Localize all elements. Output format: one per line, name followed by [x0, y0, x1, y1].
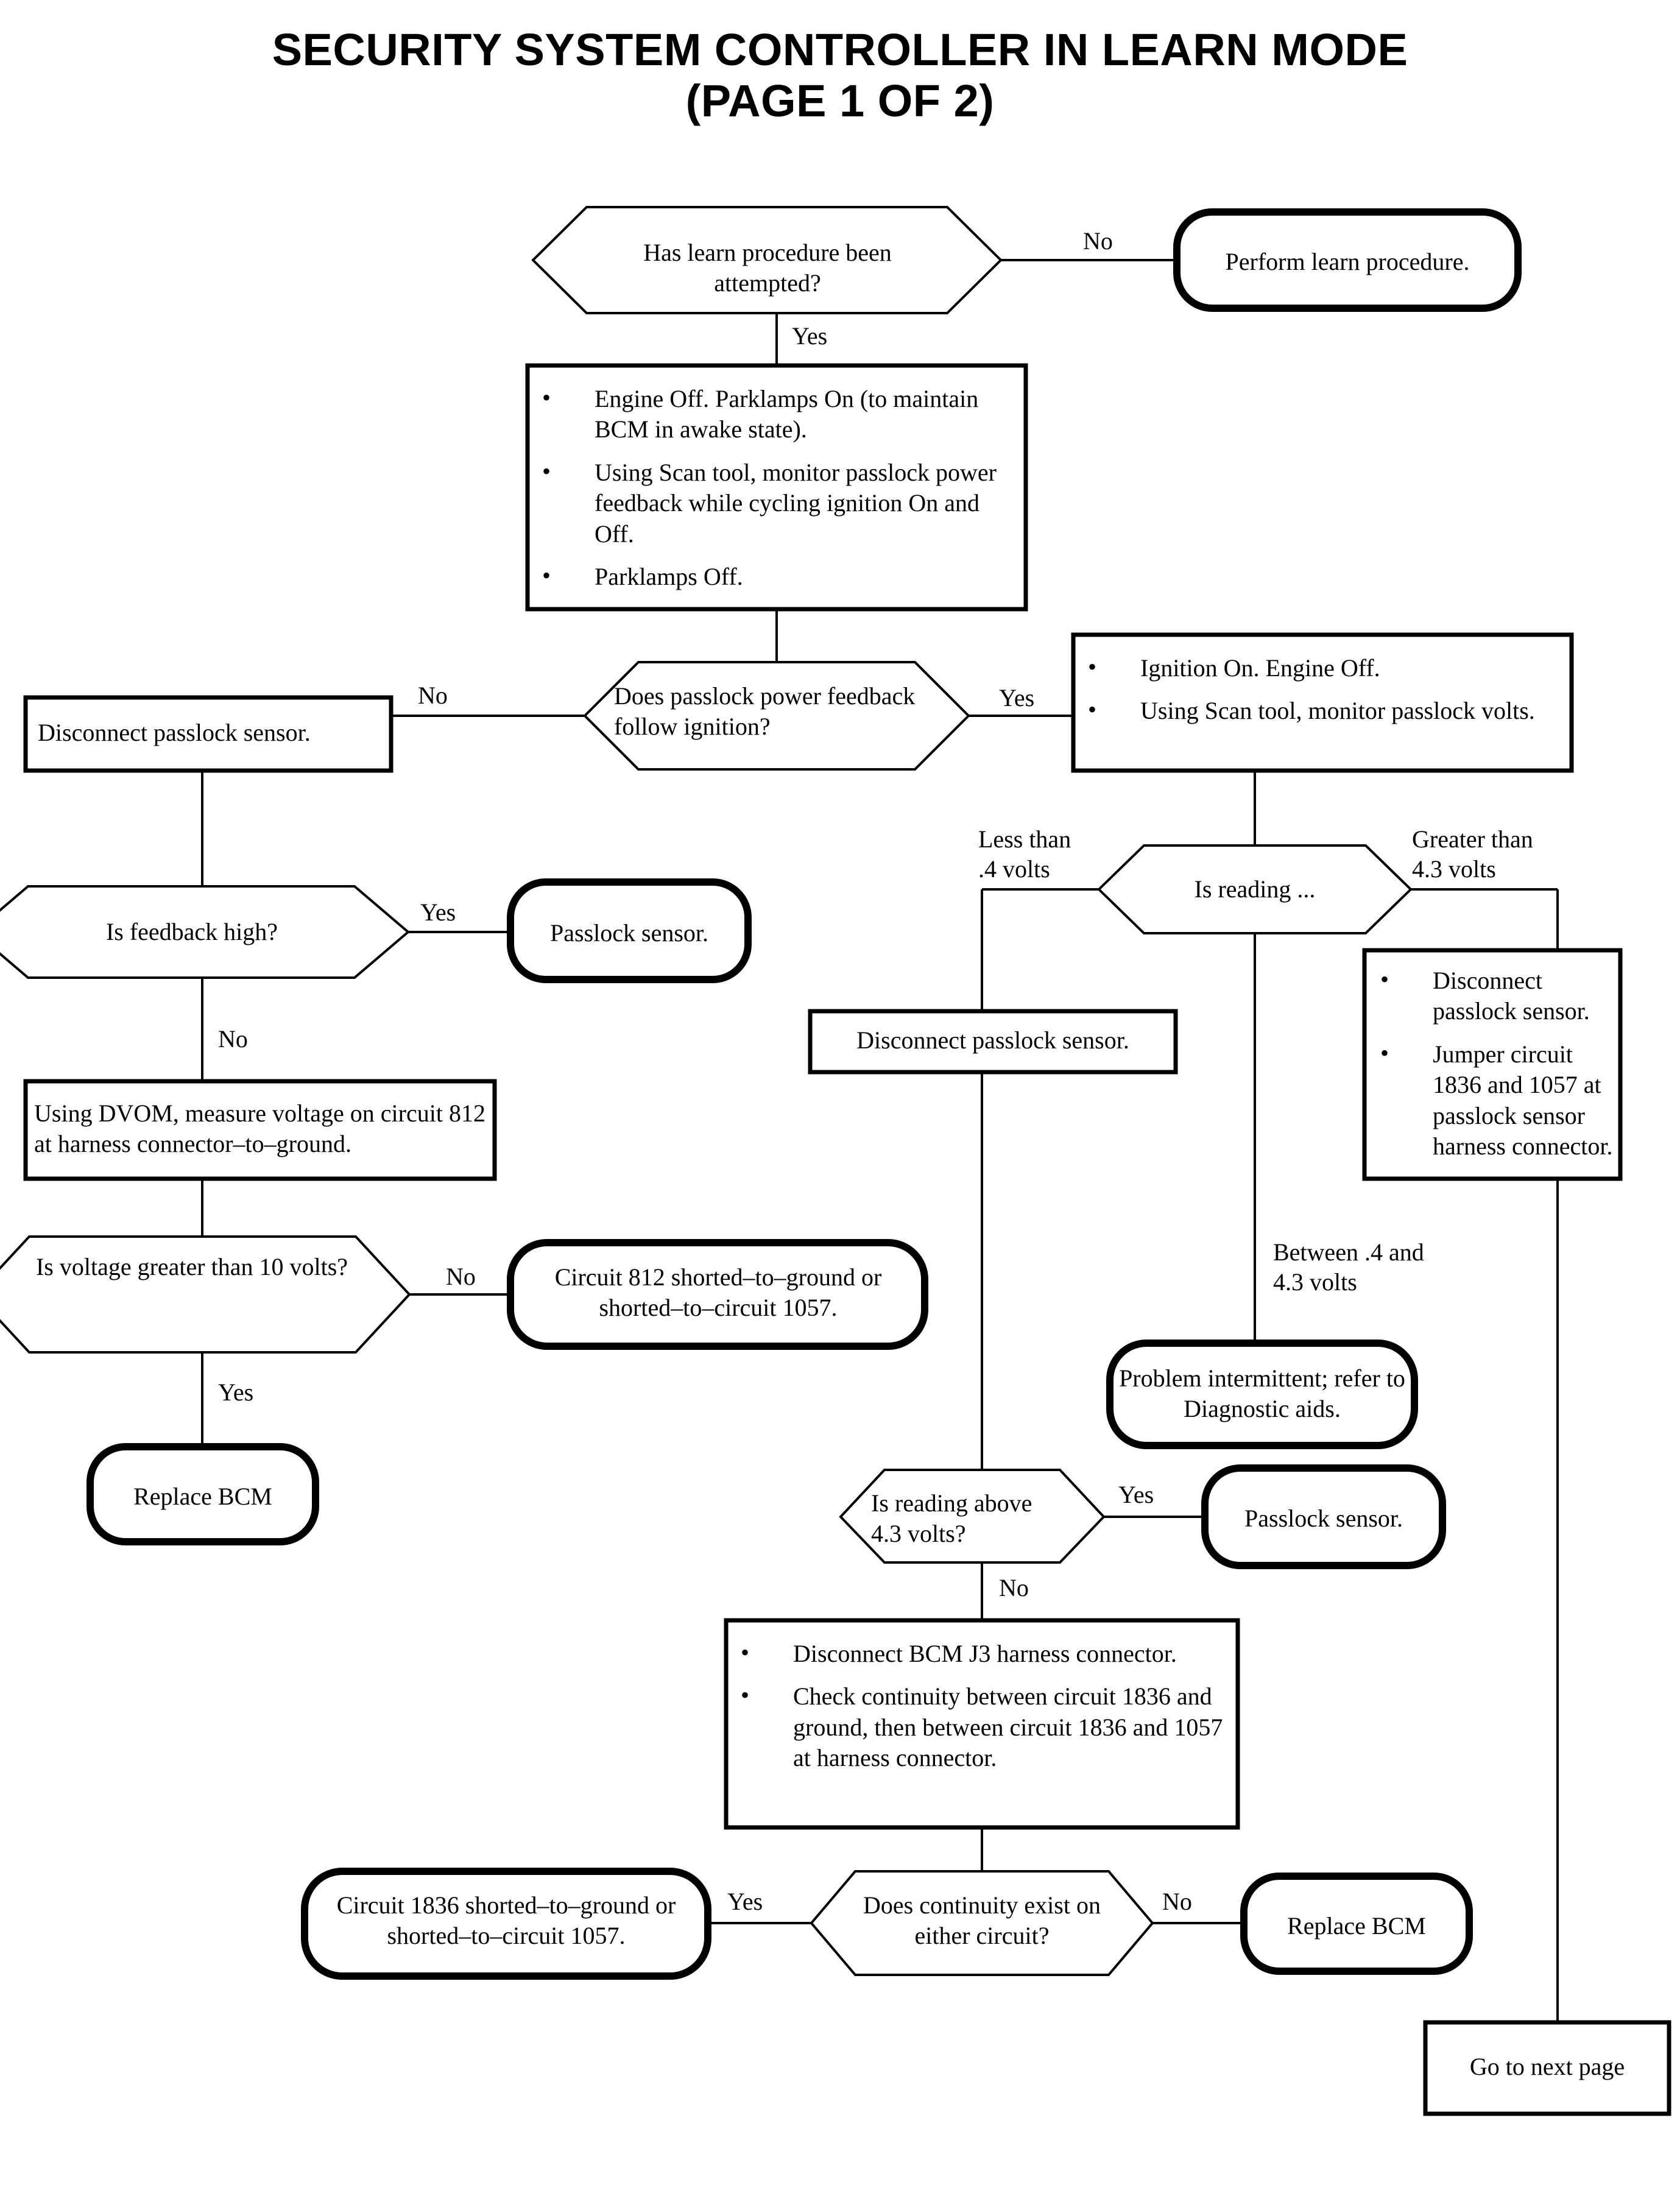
- process-disconnect-passlock-mid-label: Disconnect passlock sensor.: [856, 1026, 1129, 1054]
- edge-label-reading43-no: No: [999, 1574, 1029, 1601]
- edge-label-continuity-yes: Yes: [727, 1888, 763, 1915]
- page-title: SECURITY SYSTEM CONTROLLER IN LEARN MODE…: [0, 24, 1680, 126]
- ignition-bullet-1: Ignition On. Engine Off.: [1082, 652, 1563, 683]
- setup-bullet-3: Parklamps Off.: [536, 560, 1017, 592]
- terminal-passlock-sensor-mid-label: Passlock sensor.: [1244, 1505, 1403, 1532]
- decision-continuity-exist-label: Does continuity exist on either circuit?: [863, 1891, 1101, 1950]
- edge-label-follow-no: No: [418, 682, 448, 709]
- process-go-next-page-label: Go to next page: [1469, 2053, 1625, 2080]
- terminal-perform-learn: [1173, 208, 1522, 312]
- terminal-circuit1836-shorted: [301, 1868, 711, 1980]
- process-bcm-j3-steps-body: Disconnect BCM J3 harness connector. Che…: [735, 1637, 1229, 1774]
- process-disconnect-passlock-left: [23, 695, 394, 773]
- terminal-passlock-sensor-left-label: Passlock sensor.: [550, 919, 708, 947]
- edge-label-learn-no: No: [1083, 227, 1113, 255]
- page-title-line-1: SECURITY SYSTEM CONTROLLER IN LEARN MODE: [272, 24, 1408, 75]
- ignition-bullet-2: Using Scan tool, monitor passlock volts.: [1082, 694, 1563, 726]
- terminal-passlock-sensor-left: [507, 878, 752, 983]
- setup-bullet-1: Engine Off. Parklamps On (to maintain BC…: [536, 383, 1017, 445]
- process-disconnect-passlock-left-label: Disconnect passlock sensor.: [38, 719, 311, 746]
- terminal-problem-intermittent: [1106, 1340, 1418, 1449]
- decision-is-feedback-high-label: Is feedback high?: [105, 918, 278, 945]
- terminal-circuit812-shorted: [507, 1239, 928, 1350]
- decision-is-reading-label: Is reading ...: [1194, 875, 1316, 903]
- jumper-bullet-2: Jumper circuit 1836 and 1057 at passlock…: [1374, 1038, 1618, 1162]
- process-ignition-steps-body: Ignition On. Engine Off. Using Scan tool…: [1082, 652, 1563, 727]
- edge-label-continuity-no: No: [1162, 1888, 1192, 1915]
- setup-bullet-2: Using Scan tool, monitor passlock power …: [536, 456, 1017, 549]
- process-go-next-page: [1423, 2020, 1671, 2116]
- decision-follow-ignition-label: Does passlock power feedback follow igni…: [614, 682, 916, 741]
- edge-label-voltage-no: No: [446, 1263, 476, 1290]
- decision-is-voltage-gt10: [0, 1235, 411, 1354]
- edge-label-reading43-yes: Yes: [1118, 1481, 1154, 1508]
- edge-label-learn-yes: Yes: [792, 322, 828, 350]
- terminal-replace-bcm-right-label: Replace BCM: [1287, 1912, 1426, 1940]
- jumper-bullet-1: Disconnect passlock sensor.: [1374, 964, 1618, 1027]
- terminal-perform-learn-label: Perform learn procedure.: [1225, 248, 1470, 275]
- edge-label-voltage-yes: Yes: [218, 1379, 254, 1406]
- edge-label-feedback-no: No: [218, 1025, 248, 1053]
- process-jumper-steps-body: Disconnect passlock sensor. Jumper circu…: [1374, 964, 1618, 1162]
- process-dvom-measure: [23, 1079, 497, 1181]
- decision-learn-attempted-label: Has learn procedure been attempted?: [643, 239, 892, 297]
- terminal-replace-bcm-left: [86, 1443, 319, 1545]
- terminal-problem-intermittent-label: Problem intermittent; refer to Diagnosti…: [1119, 1364, 1405, 1423]
- page-title-line-2: (PAGE 1 OF 2): [685, 75, 995, 126]
- decision-is-reading-above-43: [839, 1469, 1106, 1564]
- process-dvom-measure-label: Using DVOM, measure voltage on circuit 8…: [34, 1100, 485, 1158]
- terminal-passlock-sensor-mid: [1201, 1464, 1446, 1569]
- decision-is-reading: [1097, 844, 1413, 934]
- terminal-replace-bcm-left-label: Replace BCM: [133, 1483, 272, 1510]
- decision-learn-attempted: [531, 206, 1003, 314]
- decision-continuity-exist: [810, 1870, 1154, 1976]
- decision-is-reading-above-43-label: Is reading above 4.3 volts?: [871, 1489, 1032, 1548]
- terminal-replace-bcm-right: [1240, 1873, 1473, 1975]
- process-setup-steps-body: Engine Off. Parklamps On (to maintain BC…: [536, 383, 1017, 592]
- decision-follow-ignition: [583, 661, 970, 771]
- process-disconnect-passlock-mid: [808, 1009, 1178, 1075]
- edge-label-follow-yes: Yes: [999, 684, 1035, 711]
- terminal-circuit812-shorted-label: Circuit 812 shorted–to–ground or shorted…: [554, 1263, 882, 1322]
- bcmj3-bullet-1: Disconnect BCM J3 harness connector.: [735, 1637, 1229, 1669]
- edge-label-greater-than-43: Greater than 4.3 volts: [1412, 825, 1533, 883]
- edge-label-between-04-43: Between .4 and 4.3 volts: [1273, 1238, 1424, 1296]
- terminal-circuit1836-shorted-label: Circuit 1836 shorted–to–ground or shorte…: [336, 1891, 676, 1950]
- bcmj3-bullet-2: Check continuity between circuit 1836 an…: [735, 1680, 1229, 1773]
- edge-label-less-than-04: Less than .4 volts: [978, 825, 1071, 883]
- decision-is-feedback-high: [0, 885, 411, 979]
- decision-is-voltage-gt10-label: Is voltage greater than 10 volts?: [35, 1253, 348, 1280]
- edge-label-feedback-yes: Yes: [420, 898, 456, 926]
